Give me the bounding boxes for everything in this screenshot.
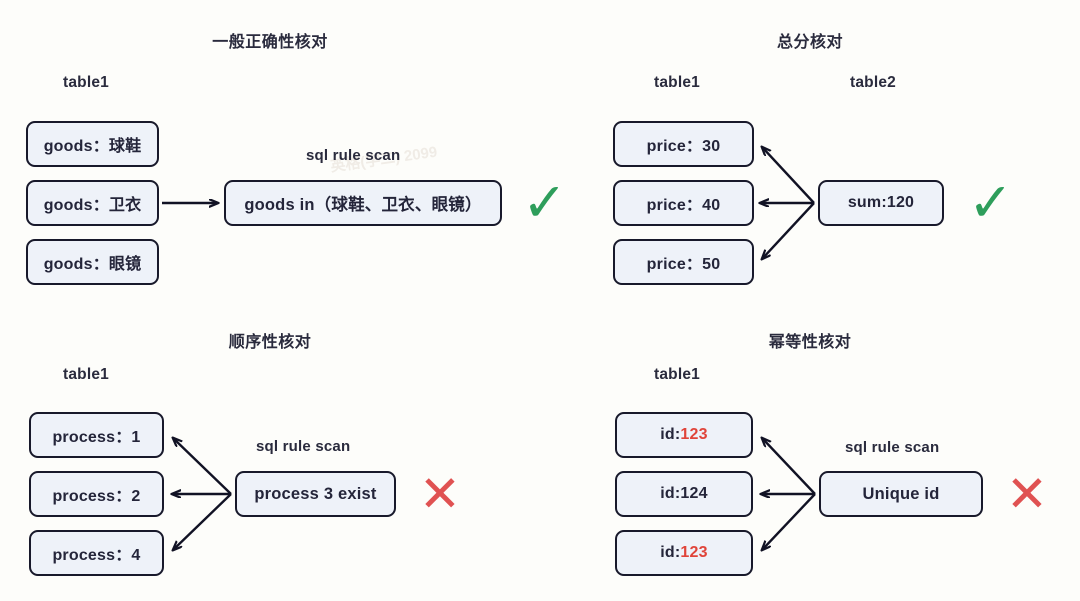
quadrant-general-correctness: 一般正确性核对 table1 goods：球鞋 goods：卫衣 goods：眼… [0, 0, 567, 300]
table-row: id:123 [615, 412, 753, 458]
sql-rule-scan-label: sql rule scan [306, 147, 401, 164]
status-badge-cross: ✕ [419, 466, 461, 522]
arrow-to-row-1 [173, 438, 232, 495]
row-prefix: id: [660, 485, 681, 502]
status-badge-check: ✓ [968, 173, 1014, 233]
table-row: goods：球鞋 [26, 121, 159, 167]
table-row: process：4 [29, 530, 164, 576]
rule-box: sum:120 [818, 180, 944, 226]
table-row: goods：卫衣 [26, 180, 159, 226]
table-row: id:124 [615, 471, 753, 517]
row-prefix: id: [660, 426, 681, 443]
row-value: 123 [680, 426, 708, 443]
quadrant-idempotency-check: 幂等性核对 table1 id:123 id:124 id:123 sql ru… [540, 300, 1080, 600]
row-prefix: id: [660, 544, 681, 561]
table1-label: table1 [63, 74, 109, 91]
table-row: id:123 [615, 530, 753, 576]
table-row: process：2 [29, 471, 164, 517]
table1-label: table1 [654, 74, 700, 91]
row-value: 124 [680, 485, 708, 502]
table-row: price：30 [613, 121, 754, 167]
arrow-to-row-1 [762, 147, 815, 204]
arrow-to-row-3 [762, 493, 816, 550]
status-badge-check: ✓ [522, 173, 568, 233]
arrow-to-row-3 [173, 493, 232, 550]
row-value: 123 [680, 544, 708, 561]
quadrant-sequence-check: 顺序性核对 table1 process：1 process：2 process… [0, 300, 540, 600]
sql-rule-scan-label: sql rule scan [256, 438, 351, 455]
table2-label: table2 [850, 74, 896, 91]
quadrant-title: 总分核对 [776, 34, 843, 51]
rule-box: process 3 exist [235, 471, 396, 517]
quadrant-total-sum-check: 总分核对 table1 table2 price：30 price：40 pri… [540, 0, 1080, 300]
sql-rule-scan-label: sql rule scan [845, 439, 940, 456]
table-row: price：50 [613, 239, 754, 285]
quadrant-title: 顺序性核对 [228, 334, 312, 351]
rule-box: Unique id [819, 471, 983, 517]
table-row: goods：眼镜 [26, 239, 159, 285]
table-row: price：40 [613, 180, 754, 226]
table-row: process：1 [29, 412, 164, 458]
arrow-to-row-3 [762, 202, 815, 259]
quadrant-title: 幂等性核对 [768, 334, 852, 351]
quadrant-title: 一般正确性核对 [212, 34, 328, 51]
rule-box: goods in（球鞋、卫衣、眼镜） [224, 180, 502, 226]
table1-label: table1 [654, 366, 700, 383]
arrow-to-row-1 [762, 438, 816, 495]
table1-label: table1 [63, 366, 109, 383]
status-badge-cross: ✕ [1006, 466, 1048, 522]
